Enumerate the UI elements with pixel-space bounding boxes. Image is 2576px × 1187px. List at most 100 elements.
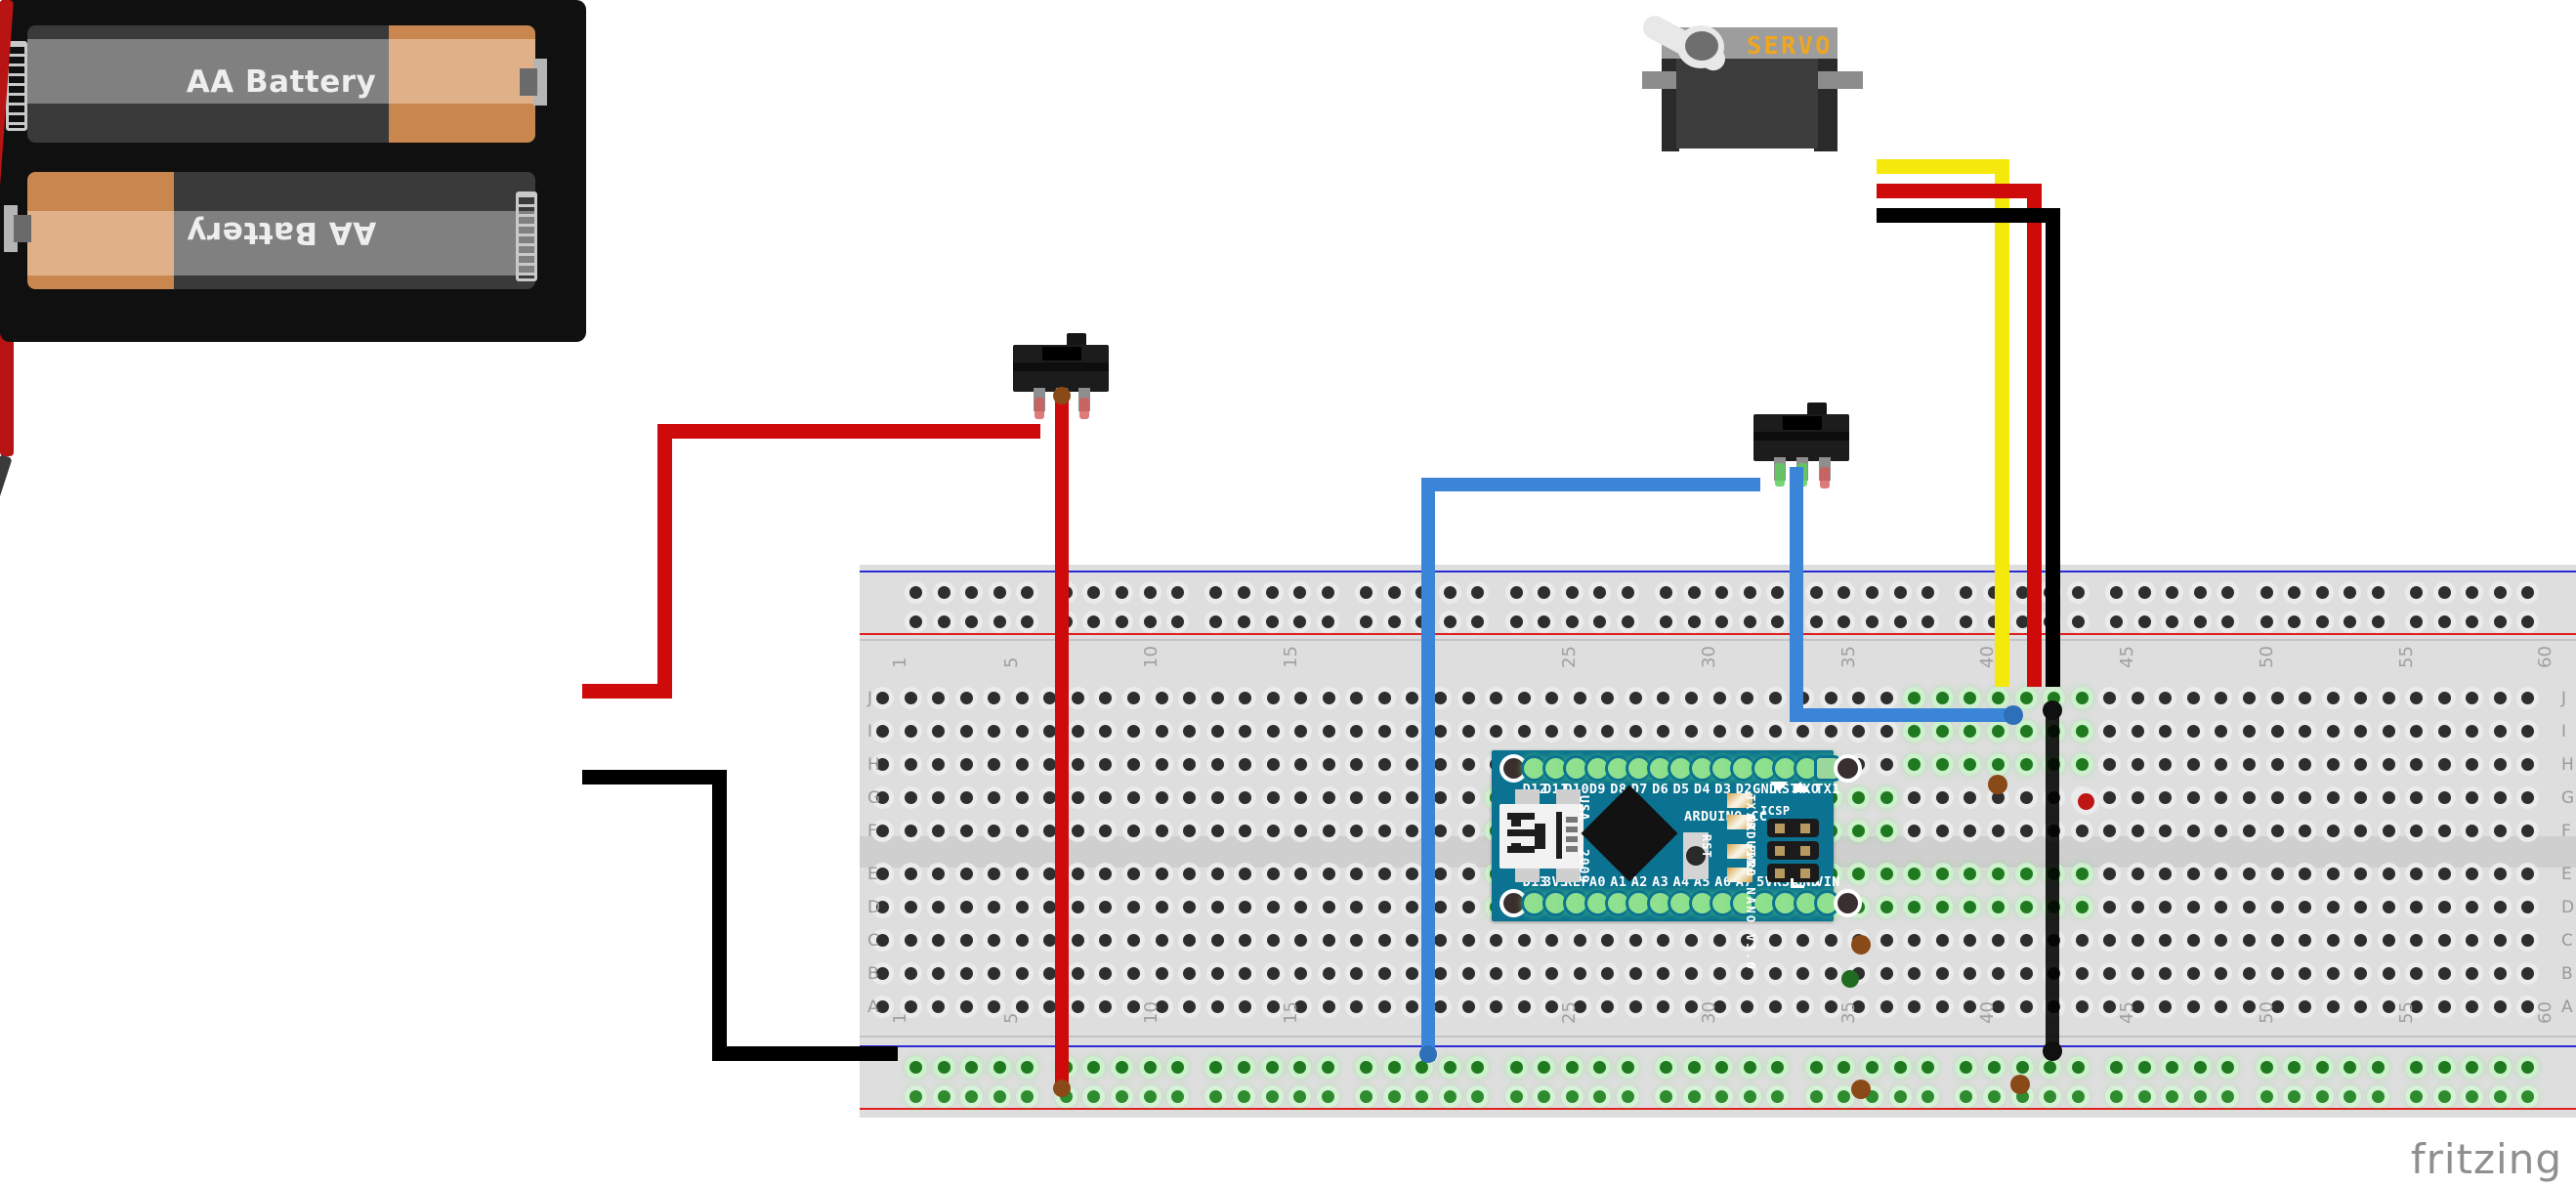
hole-A-26[interactable] <box>1573 1000 1586 1013</box>
hole-J-59[interactable] <box>2493 692 2507 704</box>
hole-E-54[interactable] <box>2354 868 2368 880</box>
hole-B-33[interactable] <box>1768 967 1782 980</box>
hole-G-41[interactable] <box>1992 791 2005 804</box>
wire-battery-positive-v[interactable] <box>657 424 672 699</box>
hole-C-3[interactable] <box>932 934 946 947</box>
nano-pad-A7-b[interactable] <box>1733 893 1754 913</box>
hole-F-54[interactable] <box>2354 825 2368 837</box>
hole-A-6[interactable] <box>1015 1000 1029 1013</box>
hole-G-39[interactable] <box>1935 791 1949 804</box>
hole-E-58[interactable] <box>2466 868 2479 880</box>
hole-C-31[interactable] <box>1712 934 1726 947</box>
rail-hole-bottom-a-6[interactable] <box>1087 1061 1101 1074</box>
hole-J-54[interactable] <box>2354 692 2368 704</box>
hole-I-51[interactable] <box>2270 725 2284 738</box>
hole-C-26[interactable] <box>1573 934 1586 947</box>
hole-J-49[interactable] <box>2215 692 2228 704</box>
hole-B-48[interactable] <box>2186 967 2200 980</box>
rail-hole-top-a-13[interactable] <box>1293 586 1307 599</box>
hole-G-16[interactable] <box>1294 791 1308 804</box>
hole-J-21[interactable] <box>1434 692 1447 704</box>
hole-I-40[interactable] <box>1964 725 1977 738</box>
rail-hole-bottom-b-6[interactable] <box>1087 1090 1101 1103</box>
rail-hole-top-b-3[interactable] <box>992 615 1006 628</box>
hole-C-30[interactable] <box>1684 934 1698 947</box>
rail-hole-bottom-a-34[interactable] <box>1921 1061 1935 1074</box>
hole-E-39[interactable] <box>1935 868 1949 880</box>
hole-D-37[interactable] <box>1879 901 1893 913</box>
hole-H-51[interactable] <box>2270 758 2284 771</box>
hole-C-32[interactable] <box>1741 934 1754 947</box>
hole-F-36[interactable] <box>1852 825 1866 837</box>
hole-I-28[interactable] <box>1628 725 1642 738</box>
hole-C-14[interactable] <box>1239 934 1252 947</box>
rail-hole-bottom-a-24[interactable] <box>1621 1061 1634 1074</box>
hole-G-22[interactable] <box>1461 791 1475 804</box>
rail-hole-bottom-b-3[interactable] <box>992 1090 1006 1103</box>
hole-F-59[interactable] <box>2493 825 2507 837</box>
rail-hole-bottom-b-16[interactable] <box>1387 1090 1401 1103</box>
hole-A-44[interactable] <box>2075 1000 2089 1013</box>
hole-D-60[interactable] <box>2521 901 2535 913</box>
hole-I-52[interactable] <box>2299 725 2312 738</box>
rail-hole-bottom-b-27[interactable] <box>1715 1090 1729 1103</box>
hole-F-20[interactable] <box>1406 825 1419 837</box>
hole-C-52[interactable] <box>2299 934 2312 947</box>
rail-hole-top-a-47[interactable] <box>2315 586 2329 599</box>
rail-hole-bottom-b-42[interactable] <box>2166 1090 2179 1103</box>
hole-A-51[interactable] <box>2270 1000 2284 1013</box>
hole-B-16[interactable] <box>1294 967 1308 980</box>
rail-hole-bottom-b-20[interactable] <box>1509 1090 1523 1103</box>
hole-D-1[interactable] <box>876 901 889 913</box>
rail-hole-top-a-14[interactable] <box>1321 586 1334 599</box>
rail-hole-top-b-52[interactable] <box>2466 615 2479 628</box>
hole-F-3[interactable] <box>932 825 946 837</box>
rail-hole-bottom-b-30[interactable] <box>1809 1090 1823 1103</box>
hole-C-50[interactable] <box>2242 934 2256 947</box>
hole-B-6[interactable] <box>1015 967 1029 980</box>
rail-hole-bottom-b-54[interactable] <box>2521 1090 2535 1103</box>
hole-E-60[interactable] <box>2521 868 2535 880</box>
hole-G-2[interactable] <box>904 791 917 804</box>
rail-hole-bottom-a-43[interactable] <box>2193 1061 2207 1074</box>
rail-hole-top-b-40[interactable] <box>2110 615 2124 628</box>
rail-hole-top-b-54[interactable] <box>2521 615 2535 628</box>
hole-J-35[interactable] <box>1824 692 1837 704</box>
icsp-header-row2[interactable] <box>1767 841 1819 860</box>
hole-F-51[interactable] <box>2270 825 2284 837</box>
hole-B-60[interactable] <box>2521 967 2535 980</box>
hole-C-51[interactable] <box>2270 934 2284 947</box>
hole-F-7[interactable] <box>1043 825 1057 837</box>
rail-hole-top-b-9[interactable] <box>1171 615 1185 628</box>
rail-hole-bottom-b-41[interactable] <box>2137 1090 2151 1103</box>
hole-A-18[interactable] <box>1350 1000 1364 1013</box>
hole-C-28[interactable] <box>1628 934 1642 947</box>
hole-J-36[interactable] <box>1852 692 1866 704</box>
hole-J-55[interactable] <box>2382 692 2395 704</box>
hole-G-55[interactable] <box>2382 791 2395 804</box>
hole-B-3[interactable] <box>932 967 946 980</box>
rail-hole-bottom-b-4[interactable] <box>1021 1090 1035 1103</box>
hole-I-24[interactable] <box>1517 725 1531 738</box>
rail-hole-bottom-b-1[interactable] <box>937 1090 950 1103</box>
rail-hole-top-b-31[interactable] <box>1837 615 1851 628</box>
hole-E-40[interactable] <box>1964 868 1977 880</box>
rail-hole-top-b-16[interactable] <box>1387 615 1401 628</box>
hole-B-57[interactable] <box>2437 967 2451 980</box>
nano-pad-D5[interactable] <box>1670 758 1692 779</box>
hole-G-38[interactable] <box>1908 791 1921 804</box>
nano-pad-TX1[interactable] <box>1817 758 1837 779</box>
rail-hole-top-b-20[interactable] <box>1509 615 1523 628</box>
hole-J-28[interactable] <box>1628 692 1642 704</box>
hole-F-2[interactable] <box>904 825 917 837</box>
hole-E-57[interactable] <box>2437 868 2451 880</box>
hole-E-36[interactable] <box>1852 868 1866 880</box>
hole-A-53[interactable] <box>2326 1000 2340 1013</box>
rail-hole-top-a-19[interactable] <box>1471 586 1485 599</box>
rail-hole-bottom-b-49[interactable] <box>2371 1090 2385 1103</box>
hole-E-38[interactable] <box>1908 868 1921 880</box>
rail-hole-top-b-42[interactable] <box>2166 615 2179 628</box>
hole-F-56[interactable] <box>2410 825 2424 837</box>
hole-D-57[interactable] <box>2437 901 2451 913</box>
hole-I-39[interactable] <box>1935 725 1949 738</box>
